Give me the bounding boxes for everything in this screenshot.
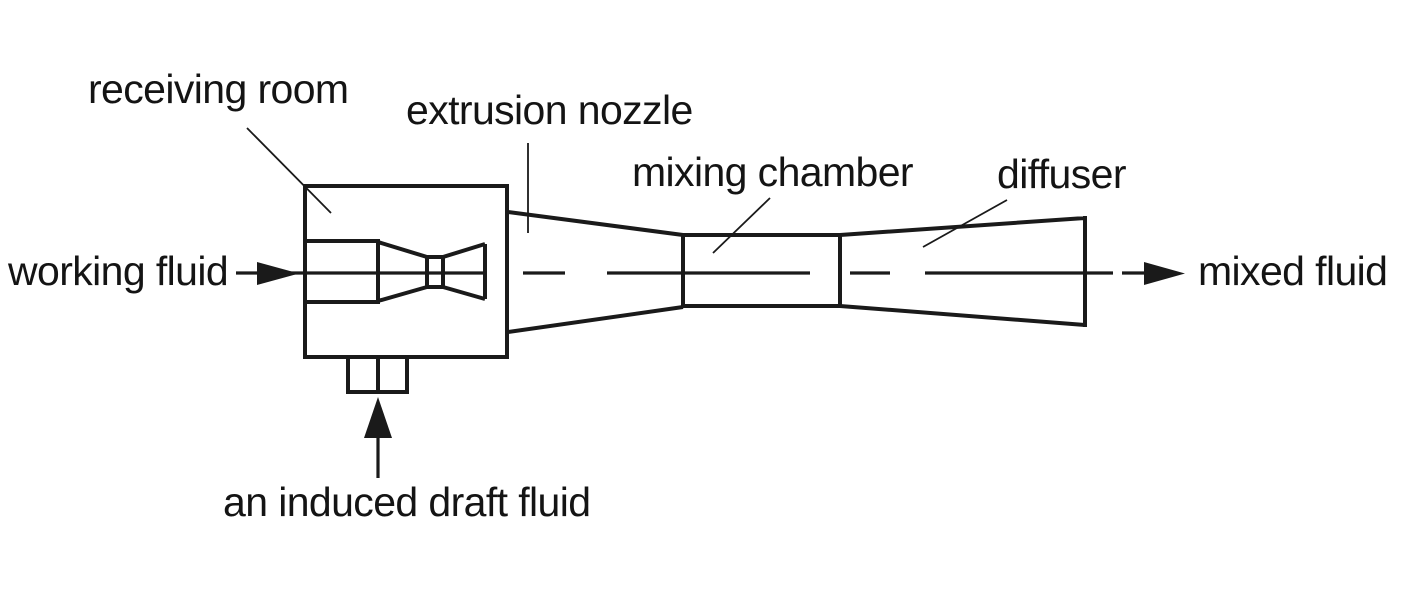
- mixed-fluid-arrowhead: [1144, 262, 1185, 285]
- extrusion-nozzle-duct: [507, 210, 684, 334]
- induced-draft-arrowhead: [364, 397, 392, 438]
- suction-port: [346, 357, 409, 394]
- mixing-chamber-label: mixing chamber: [632, 149, 914, 195]
- working-fluid-arrowhead: [257, 262, 299, 285]
- working-fluid-label: working fluid: [8, 248, 229, 294]
- mixing-chamber-outline: [681, 233, 842, 308]
- mixed-fluid-label: mixed fluid: [1198, 248, 1388, 294]
- extrusion-nozzle-label: extrusion nozzle: [406, 87, 693, 133]
- diffuser-leader-line: [922, 199, 1008, 248]
- induced-draft-fluid-label: an induced draft fluid: [223, 479, 591, 525]
- diffuser-label: diffuser: [997, 151, 1127, 197]
- receiving-room-label: receiving room: [88, 66, 349, 112]
- mixing-chamber-leader-line: [712, 197, 771, 254]
- receiving-room-leader-line: [246, 127, 332, 214]
